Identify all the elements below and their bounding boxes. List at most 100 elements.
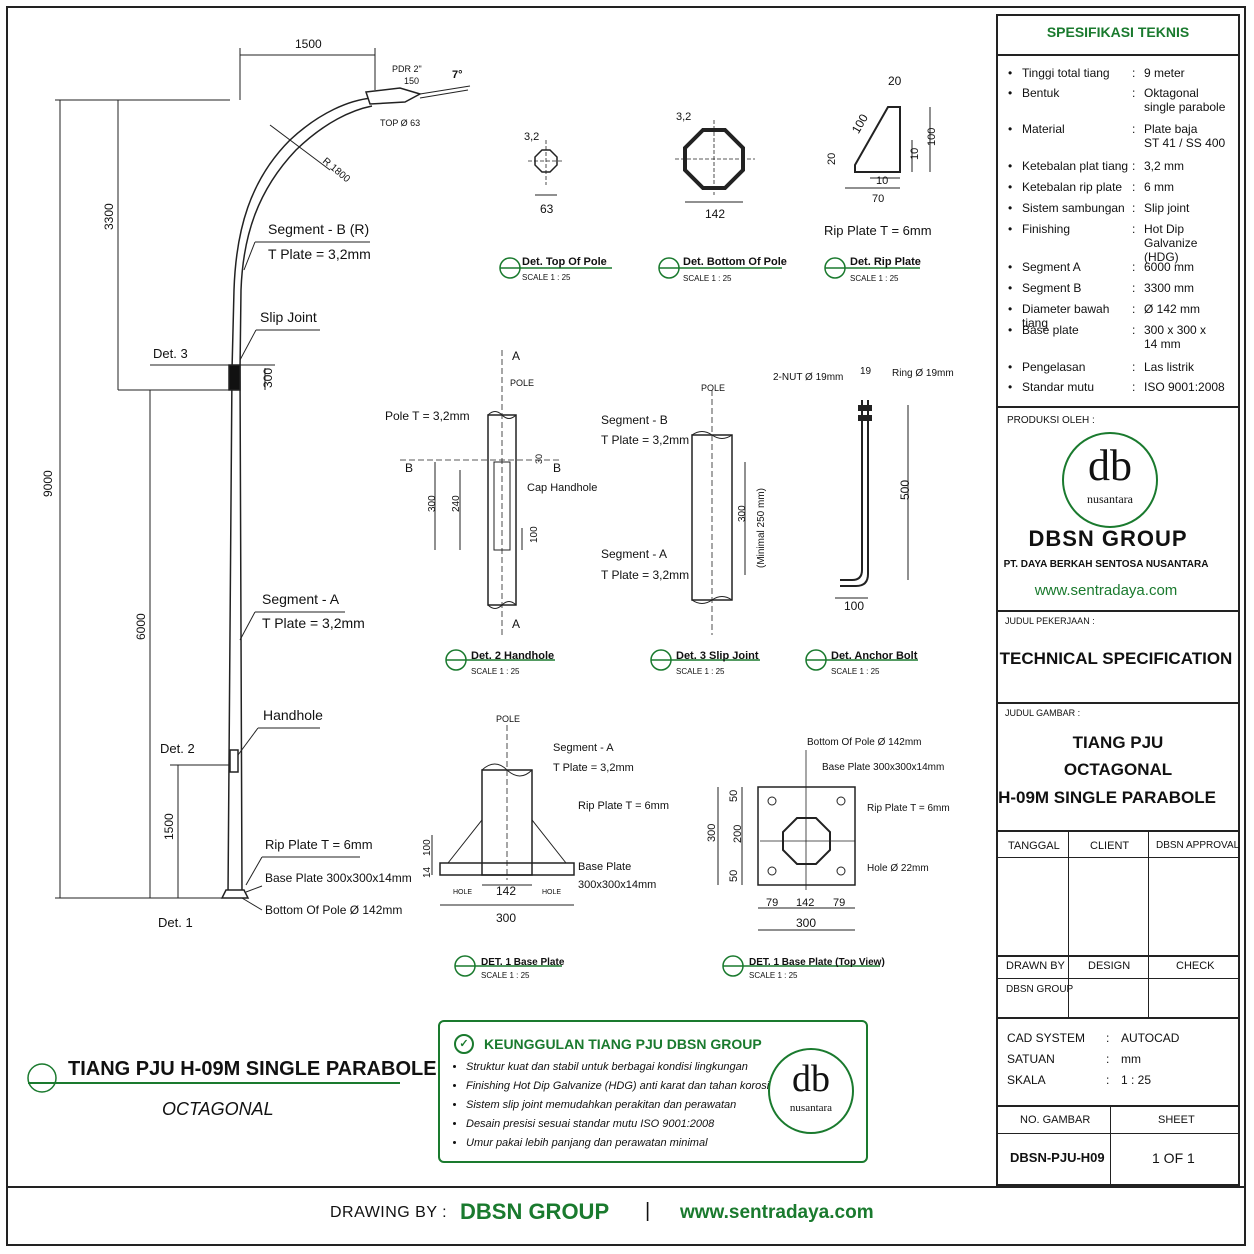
handhole-b-right: B — [553, 461, 561, 475]
advantages-box: ✓ KEUNGGULAN TIANG PJU DBSN GROUP Strukt… — [438, 1020, 868, 1163]
top-view-dim-200: 200 — [732, 825, 744, 843]
base-pole-label: POLE — [496, 714, 520, 724]
spec-key: Segment A — [1022, 260, 1081, 274]
top-view-dim-300-h: 300 — [796, 916, 816, 930]
bottom-pole-title: Det. Bottom Of Pole — [683, 256, 787, 268]
detail-handhole: A POLE Pole T = 3,2mm B B Cap Handhole 3… — [385, 349, 597, 676]
rip-dim-10-bottom: 10 — [876, 175, 888, 187]
divider — [1110, 1105, 1111, 1186]
skala-colon: : — [1106, 1073, 1110, 1087]
drawing-frame — [6, 6, 1246, 1246]
bullet-icon: • — [1008, 180, 1013, 194]
spec-colon: : — [1132, 201, 1136, 215]
rip-dim-20-side: 20 — [826, 153, 838, 165]
spec-row: •Ketebalan plat tiang:3,2 mm — [1008, 159, 1234, 173]
cad-colon: : — [1106, 1031, 1110, 1045]
top-view-base-label: Base Plate 300x300x14mm — [822, 762, 944, 773]
bottom-pole-scale: SCALE 1 : 25 — [683, 274, 732, 283]
main-title-block: TIANG PJU H-09M SINGLE PARABOLE OCTAGONA… — [27, 1058, 437, 1119]
handhole-mark — [229, 749, 239, 773]
top-view-dim-79-left: 79 — [766, 897, 778, 909]
company-url[interactable]: www.sentradaya.com — [1034, 582, 1178, 599]
spec-key: Finishing — [1022, 222, 1071, 236]
spec-value-wrap: 9 meter — [1144, 66, 1234, 80]
detail-anchor-bolt: 2-NUT Ø 19mm 19 Ring Ø 19mm 500 100 Det.… — [773, 366, 954, 676]
spec-colon: : — [1132, 222, 1136, 236]
spec-row: •Sistem sambungan:Slip joint — [1008, 201, 1234, 215]
spec-key: Standar mutu — [1022, 380, 1095, 394]
top-view-dim-50-bottom: 50 — [728, 870, 740, 882]
bullet-icon: • — [1008, 222, 1013, 236]
base-plate-text: Base Plate — [578, 861, 631, 873]
gambar-line2: OCTAGONAL — [1063, 760, 1173, 779]
list-item: Struktur kuat dan stabil untuk berbagai … — [466, 1058, 769, 1077]
satuan-label: SATUAN — [1007, 1052, 1055, 1066]
bottom-pole-thickness: 3,2 — [676, 111, 691, 123]
spec-value: 6000 mm — [1144, 260, 1195, 274]
bullet-icon: • — [1008, 201, 1013, 215]
top-pole-title: Det. Top Of Pole — [522, 256, 607, 268]
spec-key: Ketebalan rip plate — [1022, 180, 1123, 194]
spec-key: Sistem sambungan — [1022, 201, 1125, 215]
top-view-rip-label: Rip Plate T = 6mm — [867, 803, 950, 814]
base-dim-100: 100 — [422, 839, 433, 856]
footer-url[interactable]: www.sentradaya.com — [680, 1202, 874, 1223]
advantages-list: Struktur kuat dan stabil untuk berbagai … — [450, 1058, 769, 1153]
bullet-icon: • — [1008, 360, 1013, 374]
dim-6000: 6000 — [134, 613, 148, 640]
segment-a-label: Segment - A — [262, 591, 340, 607]
client-label: CLIENT — [1090, 840, 1130, 852]
handhole-a-bottom: A — [512, 617, 520, 631]
anchor-nut-label: 2-NUT Ø 19mm — [773, 372, 843, 383]
base-hole-left: HOLE — [453, 889, 472, 896]
base-dim-14: 14 — [422, 866, 433, 878]
slip-pole-label: POLE — [701, 383, 725, 393]
bottom-pole-diameter: 142 — [705, 207, 725, 221]
anchor-dim-100: 100 — [844, 599, 864, 613]
company-logo: db nusantara — [1062, 432, 1158, 528]
pdr-label: PDR 2" — [392, 64, 422, 74]
anchor-title: Det. Anchor Bolt — [831, 650, 918, 662]
spec-key: Tinggi total tiang — [1022, 66, 1110, 80]
no-gambar-label: NO. GAMBAR — [1020, 1114, 1091, 1126]
handhole-dim-100: 100 — [529, 526, 540, 543]
top-view-dim-50-top: 50 — [728, 790, 740, 802]
segment-b-thickness: T Plate = 3,2mm — [268, 246, 371, 262]
tanggal-label: TANGGAL — [1008, 840, 1060, 852]
spec-value: 3300 mm — [1144, 281, 1195, 295]
anchor-scale: SCALE 1 : 25 — [831, 667, 880, 676]
spec-colon: : — [1132, 380, 1136, 394]
divider — [996, 955, 1240, 957]
main-title: TIANG PJU H-09M SINGLE PARABOLE — [68, 1058, 437, 1080]
drawn-by-value: DBSN GROUP — [1006, 984, 1074, 995]
base-plate-scale: SCALE 1 : 25 — [481, 971, 530, 980]
spec-value-wrap: 6 mm — [1144, 180, 1234, 194]
rip-dim-70: 70 — [872, 193, 884, 205]
base-segment-a-t: T Plate = 3,2mm — [553, 762, 634, 774]
divider — [1148, 830, 1149, 955]
radius-label: R 1800 — [320, 156, 352, 185]
spec-key: Material — [1022, 122, 1065, 136]
company-name: DBSN GROUP — [1028, 526, 1188, 551]
top-view-dim-79-right: 79 — [833, 897, 845, 909]
detail-base-top: Bottom Of Pole Ø 142mm Base Plate 300x30… — [706, 737, 950, 980]
segment-b-label: Segment - B (R) — [268, 221, 369, 237]
footer — [6, 1186, 1246, 1248]
handhole-dim-30: 30 — [534, 454, 544, 464]
slip-joint-mark — [228, 364, 241, 391]
advantages-title: KEUNGGULAN TIANG PJU DBSN GROUP — [484, 1036, 762, 1052]
handhole-pole-thickness: Pole T = 3,2mm — [385, 409, 470, 423]
divider — [996, 406, 1240, 408]
spec-value: ISO 9001:2008 — [1144, 380, 1225, 394]
det3-label: Det. 3 — [153, 346, 188, 361]
spec-row: •Pengelasan:Las listrik — [1008, 360, 1234, 374]
footer-drawing-by: DRAWING BY : — [330, 1204, 448, 1221]
design-label: DESIGN — [1088, 960, 1131, 972]
detail-bottom-of-pole: 3,2 142 Det. Bottom Of Pole SCALE 1 : 25 — [658, 111, 787, 283]
bullet-icon: • — [1008, 159, 1013, 173]
advantages-logo: db nusantara — [768, 1048, 854, 1134]
handhole-title: Det. 2 Handhole — [471, 650, 554, 662]
